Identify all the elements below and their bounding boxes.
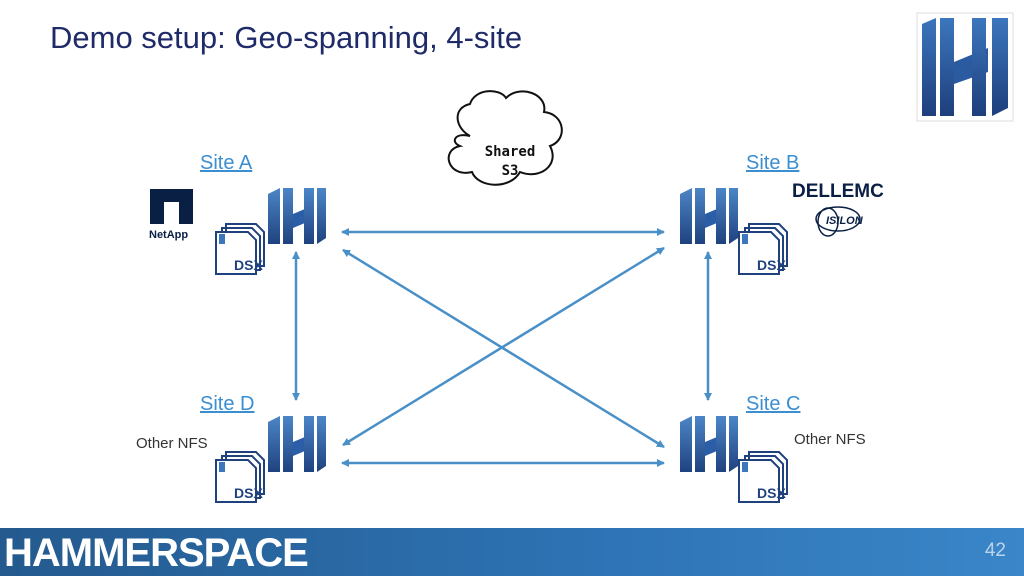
isilon-logo: ISILON (815, 206, 864, 237)
site-a-dsx-label: DSX (234, 257, 263, 273)
site-d-label[interactable]: Site D (200, 393, 255, 415)
site-c-dsx-label: DSX (757, 485, 786, 501)
diagram: DSX DSX DSX DSX NetApp DELLEMC ISILON (149, 90, 884, 503)
site-b-dsx-label: DSX (757, 257, 786, 273)
svg-text:NetApp: NetApp (149, 229, 188, 241)
svg-text:ISILON: ISILON (826, 215, 864, 227)
site-b-label[interactable]: Site B (746, 152, 800, 174)
site-c-hammerspace-icon (680, 416, 738, 472)
page-number: 42 (984, 540, 1006, 561)
site-c-label[interactable]: Site C (746, 393, 801, 415)
dellemc-logo: DELLEMC (792, 181, 884, 202)
hammerspace-corner-logo-icon (916, 12, 1014, 122)
svg-text:DELLEMC: DELLEMC (792, 181, 884, 202)
site-d-note: Other NFS (136, 435, 208, 452)
cloud-label: Shared S3 (470, 143, 550, 181)
site-d-hammerspace-icon (268, 416, 326, 472)
arrow-d-b (342, 246, 665, 447)
cloud-icon (447, 90, 563, 186)
netapp-logo: NetApp (149, 189, 193, 241)
site-b-hammerspace-icon (680, 188, 738, 244)
footer-bar: HAMMERSPACE 42 (0, 528, 1024, 576)
cloud-label-line2: S3 (501, 163, 519, 179)
site-a-label[interactable]: Site A (200, 152, 253, 174)
arrow-a-c (342, 248, 665, 449)
slide-title: Demo setup: Geo-spanning, 4-site (50, 20, 523, 55)
brand-wordmark: HAMMERSPACE (4, 531, 309, 575)
cloud-label-line1: Shared (484, 144, 536, 160)
site-a-hammerspace-icon (268, 188, 326, 244)
site-d-dsx-label: DSX (234, 485, 263, 501)
site-c-note: Other NFS (794, 431, 866, 448)
